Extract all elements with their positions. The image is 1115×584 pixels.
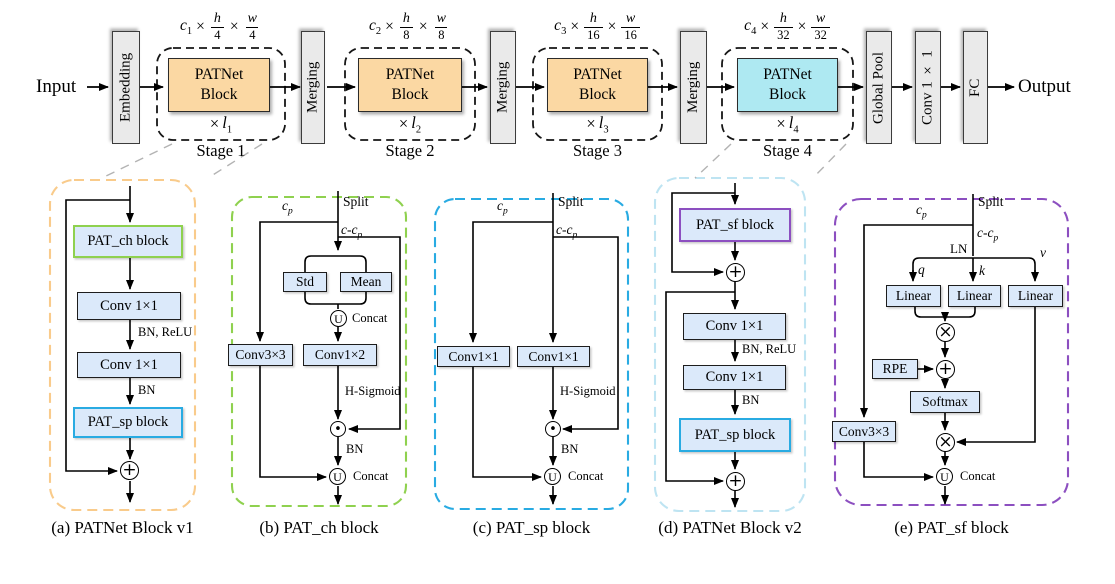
a-caption: (a) PATNet Block v1: [51, 518, 194, 537]
a-pat-ch-block: PAT_ch block: [73, 225, 183, 258]
c-concat-label: Concat: [568, 469, 604, 483]
c-split-label: Split: [558, 194, 584, 209]
e-matmul-operator-bottom: ×: [936, 433, 955, 452]
output-label: Output: [1018, 76, 1071, 97]
e-k-label: k: [979, 263, 985, 278]
e-linear-v-box: Linear: [1008, 285, 1063, 307]
b-split-label: Split: [343, 194, 369, 209]
e-q-label: q: [918, 262, 925, 277]
b-concat-bottom-label: Concat: [353, 469, 389, 483]
e-split-label: Split: [978, 194, 1004, 209]
diagram-c-wires: [469, 193, 619, 505]
conv1x1-box: Conv 1 × 1: [915, 31, 941, 144]
a-conv1x1-second: Conv 1×1: [77, 352, 181, 378]
zoom-connectors: [101, 143, 847, 179]
c-dot-operator: •: [545, 421, 561, 437]
d-conv1x1-first: Conv 1×1: [683, 313, 786, 340]
merging-box-3: Merging: [680, 31, 707, 144]
b-bn-label: BN: [346, 442, 364, 456]
input-label: Input: [36, 76, 77, 97]
a-conv1x1-first: Conv 1×1: [77, 292, 181, 320]
stage1-repeat: ×l1: [209, 112, 233, 135]
b-cp-label: cp: [282, 198, 293, 217]
e-rpe-box: RPE: [872, 359, 918, 379]
b-concat-bottom-operator: U: [329, 468, 346, 485]
embedding-box: Embedding: [112, 31, 140, 144]
merging-box-1: Merging: [301, 31, 325, 144]
e-v-label: v: [1040, 245, 1046, 260]
e-ln-label: LN: [950, 241, 968, 256]
merging-box-2: Merging: [490, 31, 516, 144]
e-caption: (e) PAT_sf block: [894, 518, 1009, 537]
diagram-e-wires: [860, 194, 1039, 505]
d-bn-label: BN: [742, 393, 760, 407]
fc-box: FC: [963, 31, 988, 144]
e-conv3x3-box: Conv3×3: [832, 421, 896, 442]
b-dot-operator: •: [330, 421, 346, 437]
b-c-minus-cp-label: c-cp: [341, 222, 363, 241]
b-mean-box: Mean: [340, 272, 392, 292]
b-h-sigmoid-label: H-Sigmoid: [345, 384, 401, 398]
a-bn-relu-label: BN, ReLU: [138, 325, 193, 339]
c-c-minus-cp-label: c-cp: [556, 222, 578, 241]
b-concat-top-operator: U: [330, 310, 347, 327]
stage-frames: [156, 47, 854, 141]
d-pat-sf-block: PAT_sf block: [679, 208, 791, 242]
e-concat-operator: U: [936, 468, 953, 485]
diagram-b-wires: [256, 191, 401, 505]
d-bn-relu-label: BN, ReLU: [742, 342, 797, 356]
stage2-repeat: ×l2: [398, 112, 422, 135]
b-caption: (b) PAT_ch block: [259, 518, 379, 537]
stage4-caption: Stage 4: [762, 141, 813, 160]
e-linear-q-box: Linear: [886, 285, 941, 307]
d-caption: (d) PATNet Block v2: [658, 518, 802, 537]
c-bn-label: BN: [561, 442, 579, 456]
diagram-a-wires: [65, 186, 134, 503]
c-h-sigmoid-label: H-Sigmoid: [560, 384, 616, 398]
d-add-operator-top: +: [726, 263, 745, 282]
stage2-caption: Stage 2: [385, 141, 435, 160]
e-softmax-box: Softmax: [910, 391, 980, 413]
b-conv3x3-box: Conv3×3: [228, 344, 293, 366]
c-conv1x1-left-box: Conv1×1: [437, 346, 510, 367]
e-concat-label: Concat: [960, 469, 996, 483]
e-cp-label: cp: [916, 202, 927, 221]
detail-frames: [48, 176, 1070, 513]
b-concat-top-label: Concat: [352, 311, 388, 325]
d-conv1x1-second: Conv 1×1: [683, 365, 786, 390]
c-caption: (c) PAT_sp block: [472, 518, 591, 537]
global-pool-box: Global Pool: [866, 31, 892, 144]
a-add-operator: +: [120, 461, 139, 480]
e-c-minus-cp-label: c-cp: [977, 225, 999, 244]
stage1-caption: Stage 1: [196, 141, 246, 160]
stage3-repeat: ×l3: [586, 112, 609, 135]
a-pat-sp-block: PAT_sp block: [73, 407, 183, 438]
c-cp-label: cp: [497, 198, 508, 217]
stage3-caption: Stage 3: [572, 141, 623, 160]
e-linear-k-box: Linear: [948, 285, 1001, 307]
d-pat-sp-block: PAT_sp block: [679, 418, 791, 452]
c-concat-operator: U: [544, 468, 561, 485]
c-conv1x1-mid-box: Conv1×1: [517, 346, 590, 367]
b-conv1x2-box: Conv1×2: [303, 344, 377, 366]
stage4-repeat: ×l4: [776, 112, 799, 135]
e-matmul-operator-top: ×: [936, 323, 955, 342]
e-add-operator: +: [936, 360, 955, 379]
a-bn-label: BN: [138, 383, 156, 397]
d-add-operator-bottom: +: [726, 472, 745, 491]
diagram-d-wires: [665, 183, 739, 508]
b-std-box: Std: [283, 272, 327, 292]
